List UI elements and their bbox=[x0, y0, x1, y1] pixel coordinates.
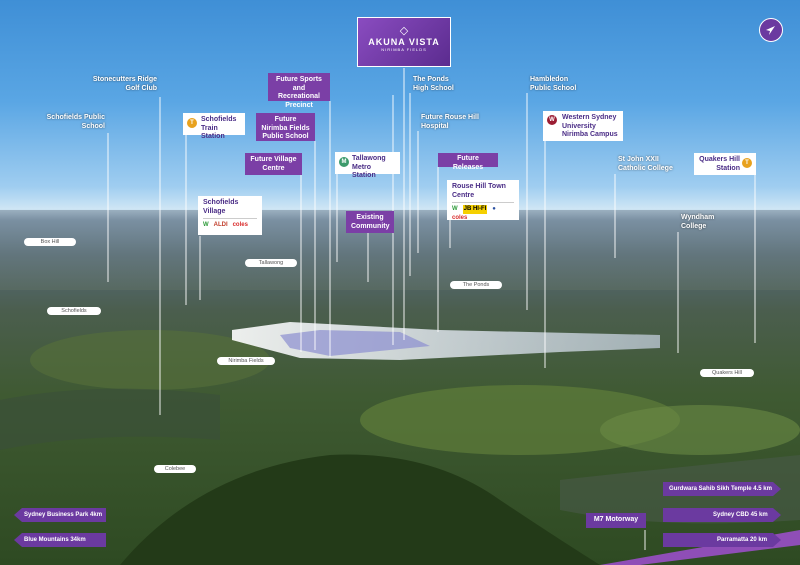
target-logo-icon: ● bbox=[492, 206, 496, 212]
suburb-schofields: Schofields bbox=[47, 307, 101, 315]
jbhifi-logo-icon: JB HI-FI bbox=[462, 205, 488, 214]
metro-icon: M bbox=[339, 157, 349, 167]
schofields-train-station-box: T Schofields Train Station bbox=[183, 113, 245, 140]
suburb-tallawong: Tallawong bbox=[245, 259, 297, 267]
compass-icon[interactable] bbox=[759, 18, 783, 42]
label-schofields-station: Schofields Train Station bbox=[201, 116, 237, 140]
suburb-box-hill: Box Hill bbox=[24, 238, 76, 246]
rouse-hill-town-centre-box: Rouse Hill Town Centre W JB HI-FI ● cole… bbox=[447, 180, 519, 221]
train-icon: T bbox=[742, 158, 752, 168]
distance-parramatta: Parramatta 20 km bbox=[663, 533, 781, 547]
label-wyndham-college: Wyndham College bbox=[681, 214, 715, 230]
label-existing-community: Existing Community bbox=[346, 211, 394, 233]
suburb-colebee: Colebee bbox=[154, 465, 196, 473]
wsu-nirimba-box: W Western Sydney University Nirimba Camp… bbox=[543, 111, 623, 141]
wsu-logo-icon: W bbox=[547, 115, 557, 125]
label-m7-motorway: M7 Motorway bbox=[586, 513, 646, 528]
suburb-the-ponds: The Ponds bbox=[450, 281, 502, 289]
label-future-sports-precinct: Future Sports and Recreational Precinct bbox=[268, 73, 330, 109]
label-quakers-hill-station: Quakers Hill Station bbox=[699, 156, 740, 172]
label-st-john-xxiii: St John XXII Catholic College bbox=[618, 156, 673, 172]
woolworths-logo-icon: W bbox=[203, 222, 209, 228]
label-rouse-hill-town-centre: Rouse Hill Town Centre bbox=[452, 183, 514, 203]
distance-blue-mountains: Blue Mountains 34km bbox=[14, 533, 106, 547]
label-future-nirimba-school: Future Nirimba Fields Public School bbox=[256, 113, 315, 141]
label-wsu-nirimba: Western Sydney University Nirimba Campus bbox=[562, 114, 618, 138]
distance-sydney-cbd: Sydney CBD 45 km bbox=[663, 508, 781, 522]
suburb-quakers-hill: Quakers Hill bbox=[700, 369, 754, 377]
aldi-logo-icon: ALDI bbox=[213, 222, 228, 228]
logo-title: AKUNA VISTA bbox=[368, 37, 440, 47]
train-icon: T bbox=[187, 118, 197, 128]
label-stonecutters-golf: Stonecutters Ridge Golf Club bbox=[92, 76, 157, 92]
tallawong-metro-box: M Tallawong Metro Station bbox=[335, 152, 400, 179]
label-hambledon-public-school: Hambledon Public School bbox=[530, 76, 577, 92]
schofields-village-box: Schofields Village W ALDI coles bbox=[198, 196, 262, 235]
distance-business-park: Sydney Business Park 4km bbox=[14, 508, 106, 522]
label-future-village-centre: Future Village Centre bbox=[245, 153, 302, 175]
label-future-releases: Future Releases bbox=[438, 153, 498, 171]
logo-subtitle: NIRIMBA FIELDS bbox=[381, 47, 427, 52]
coles-logo-icon: coles bbox=[452, 214, 468, 221]
label-tallawong-metro: Tallawong Metro Station bbox=[352, 155, 386, 179]
suburb-nirimba-fields: Nirimba Fields bbox=[217, 357, 275, 365]
woolworths-logo-icon: W bbox=[452, 206, 458, 212]
distance-gurdwara: Gurdwara Sahib Sikh Temple 4.5 km bbox=[663, 482, 781, 496]
coles-logo-icon: coles bbox=[232, 222, 248, 228]
label-schofields-village: Schofields Village bbox=[203, 199, 257, 219]
label-rouse-hill-hospital: Future Rouse Hill Hospital bbox=[421, 114, 479, 130]
label-schofields-public-school: Schofields Public School bbox=[46, 114, 105, 130]
quakers-hill-station-box: Quakers Hill Station T bbox=[694, 153, 756, 175]
logo-diamond-icon: ◇ bbox=[399, 25, 409, 37]
akuna-vista-logo: ◇ AKUNA VISTA NIRIMBA FIELDS bbox=[357, 17, 451, 67]
label-the-ponds-high-school: The Ponds High School bbox=[413, 76, 454, 92]
